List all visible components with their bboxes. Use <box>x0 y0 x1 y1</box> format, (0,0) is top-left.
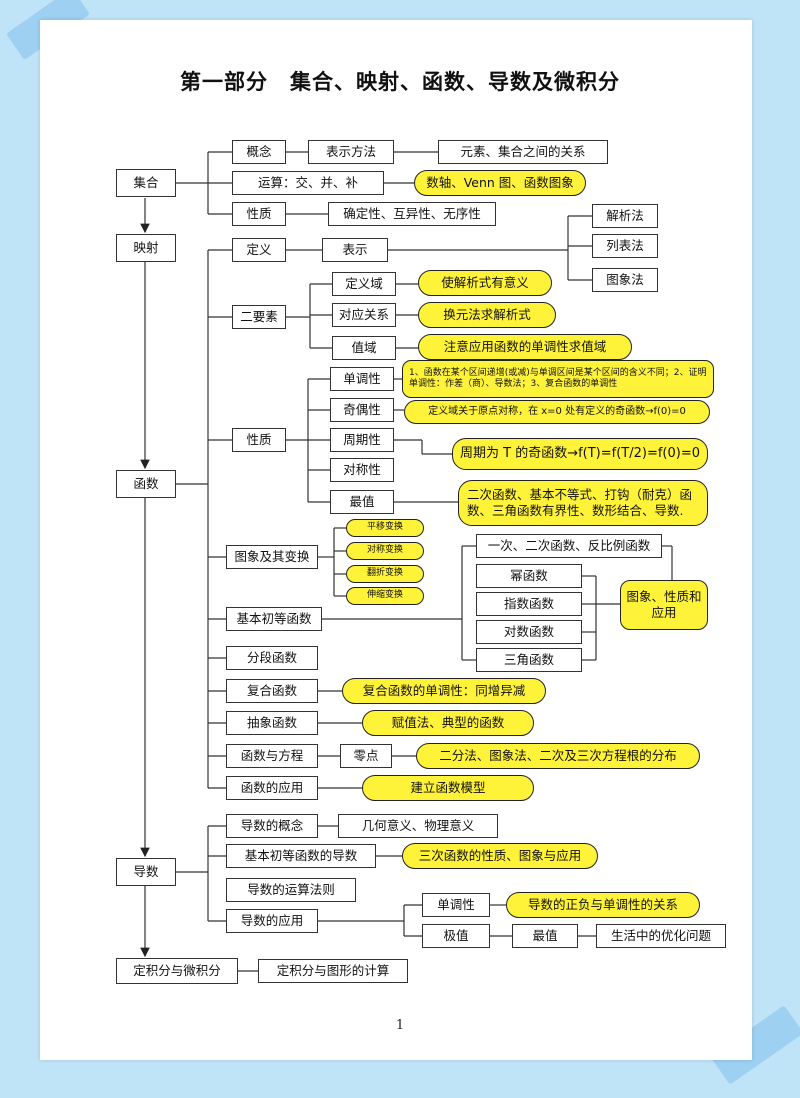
node-zhishu: 指数函数 <box>476 592 582 616</box>
node-zhengfu: 导数的正负与单调性的关系 <box>506 892 700 918</box>
node-ds-dandiao: 单调性 <box>422 893 490 917</box>
node-xingzhi-ji: 性质 <box>232 202 286 226</box>
node-lingdian: 零点 <box>340 744 392 768</box>
node-yingshe: 映射 <box>116 234 176 262</box>
node-fuzhi: 赋值法、典型的函数 <box>362 710 534 736</box>
node-yunsuan: 运算：交、并、补 <box>232 171 384 195</box>
node-hanshu: 函数 <box>116 470 176 498</box>
node-jianli: 建立函数模型 <box>362 775 534 801</box>
node-jihe: 集合 <box>116 169 176 197</box>
node-yici: 一次、二次函数、反比例函数 <box>476 534 662 558</box>
node-zhouqi: 周期性 <box>330 428 394 452</box>
node-fangcheng: 函数与方程 <box>226 744 318 768</box>
node-eryaosu: 二要素 <box>232 305 286 329</box>
node-dingyi: 定义 <box>232 238 286 262</box>
node-jiben: 基本初等函数 <box>226 607 322 631</box>
node-biaoshifangfa: 表示方法 <box>308 140 394 164</box>
node-dingjifen: 定积分与微积分 <box>116 958 238 984</box>
node-shuzhou: 数轴、Venn 图、函数图象 <box>414 170 586 196</box>
node-duichen-bh: 对称变换 <box>346 542 424 560</box>
node-xingzhi-han: 性质 <box>232 428 286 452</box>
node-dandiao-note: 1、函数在某个区间递增(或减)与单调区间是某个区间的含义不同；2、证明单调性：作… <box>402 360 714 398</box>
node-zhiyu: 值域 <box>332 336 396 360</box>
node-jiou-note: 定义域关于原点对称，在 x=0 处有定义的奇函数→f(0)=0 <box>404 400 710 424</box>
node-duichen: 对称性 <box>330 458 394 482</box>
node-yunsuan-fz: 导数的运算法则 <box>226 878 356 902</box>
node-sanjiao: 三角函数 <box>476 648 582 672</box>
node-tuxiang-bh: 图象及其变换 <box>226 545 318 569</box>
node-shenghuo: 生活中的优化问题 <box>596 924 726 948</box>
node-yingyong: 函数的应用 <box>226 776 318 800</box>
node-ds-gainian: 导数的概念 <box>226 814 318 838</box>
node-ds-zuizhi: 最值 <box>512 924 578 948</box>
node-zhouqi-note: 周期为 T 的奇函数→f(T)=f(T/2)=f(0)=0 <box>452 438 708 470</box>
node-jiou: 奇偶性 <box>330 398 394 422</box>
node-sanci: 三次函数的性质、图象与应用 <box>402 843 598 869</box>
node-shensuo: 伸缩变换 <box>346 587 424 605</box>
node-queding: 确定性、互异性、无序性 <box>328 202 496 226</box>
node-yuansu: 元素、集合之间的关系 <box>438 140 608 164</box>
node-jifen-tuxing: 定积分与图形的计算 <box>258 959 408 983</box>
node-fanzhe: 翻折变换 <box>346 565 424 583</box>
node-jizhi: 极值 <box>422 924 490 948</box>
node-biaoshi: 表示 <box>322 238 388 262</box>
node-tuxiangfa: 图象法 <box>592 268 658 292</box>
node-fenduan: 分段函数 <box>226 646 318 670</box>
node-jihe-yiyi: 几何意义、物理意义 <box>338 814 498 838</box>
node-jiexifa: 解析法 <box>592 204 658 228</box>
node-chouxiang: 抽象函数 <box>226 711 318 735</box>
node-ds-yingyong: 导数的应用 <box>226 909 318 933</box>
node-fuhe-note: 复合函数的单调性：同增异减 <box>342 678 546 704</box>
node-ds-jiben: 基本初等函数的导数 <box>226 844 376 868</box>
node-pingyi: 平移变换 <box>346 519 424 537</box>
node-huanyuan: 换元法求解析式 <box>418 302 556 328</box>
node-liebiaofa: 列表法 <box>592 234 658 258</box>
node-dandiao: 单调性 <box>330 367 394 391</box>
node-duishu: 对数函数 <box>476 620 582 644</box>
page-title: 第一部分 集合、映射、函数、导数及微积分 <box>180 70 620 94</box>
node-duiying: 对应关系 <box>332 303 396 327</box>
node-youyiyi: 使解析式有意义 <box>418 270 552 296</box>
node-zuizhi-note: 二次函数、基本不等式、打钩（耐克）函数、三角函数有界性、数形结合、导数. <box>458 480 708 526</box>
node-fuhe: 复合函数 <box>226 679 318 703</box>
node-zhuyi: 注意应用函数的单调性求值域 <box>418 334 632 360</box>
node-erfen: 二分法、图象法、二次及三次方程根的分布 <box>416 743 700 769</box>
page-number: 1 <box>395 1018 405 1033</box>
node-tuxiang-xz: 图象、性质和应用 <box>620 580 708 630</box>
node-gainian: 概念 <box>232 140 286 164</box>
node-daoshu: 导数 <box>116 858 176 886</box>
node-zuizhi: 最值 <box>330 490 394 514</box>
node-mi: 幂函数 <box>476 564 582 588</box>
node-dingyiyu: 定义域 <box>332 272 396 296</box>
